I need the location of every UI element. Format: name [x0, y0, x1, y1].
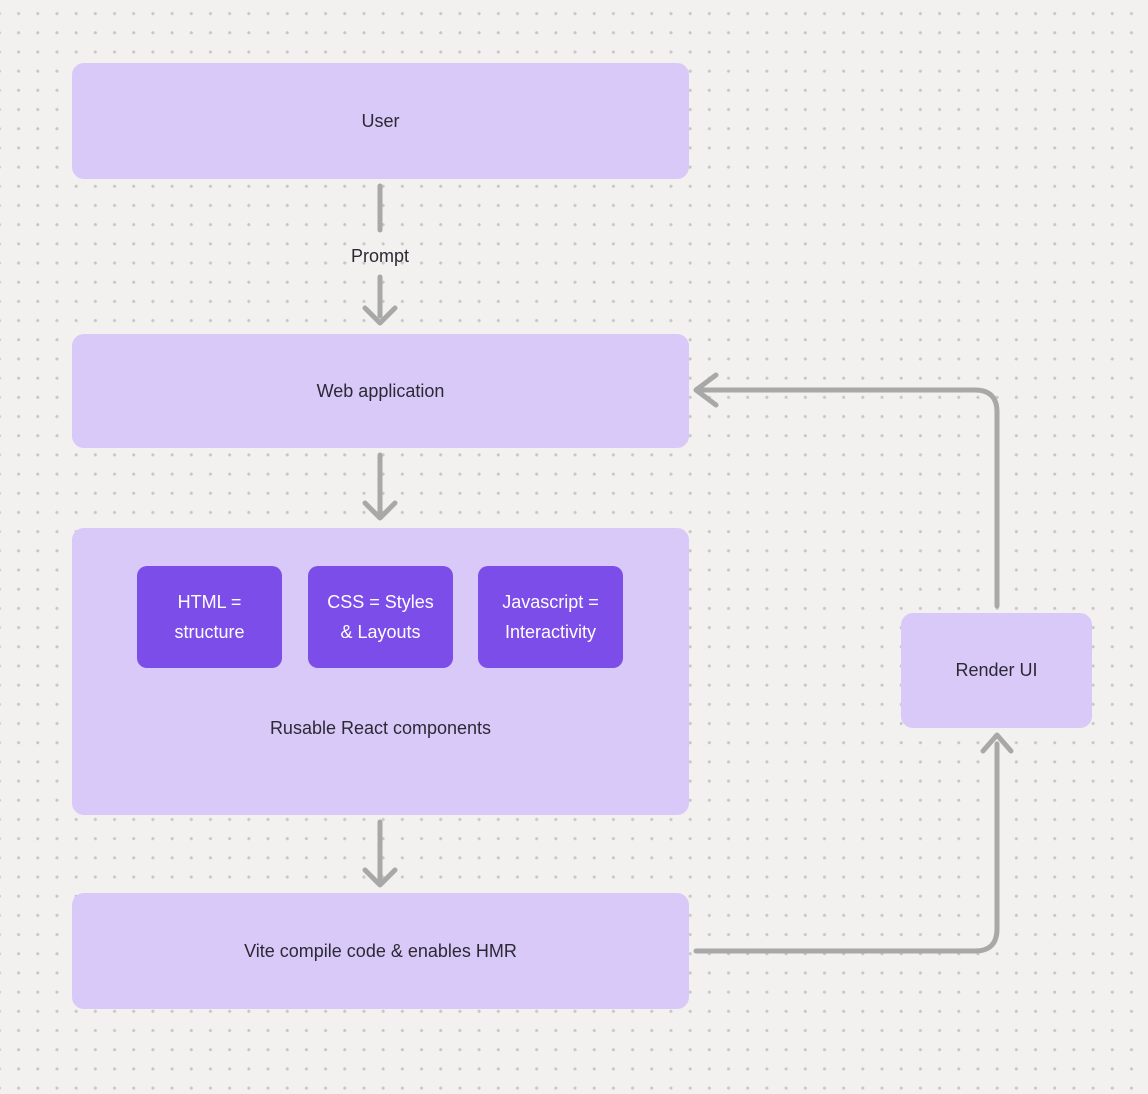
node-vite: Vite compile code & enables HMR — [72, 893, 689, 1009]
node-html-label: HTML = structure — [174, 592, 245, 642]
node-web-application-label: Web application — [316, 380, 445, 401]
node-user: User — [72, 63, 689, 179]
edge-vite-to-renderui — [693, 732, 1014, 954]
edge-label-prompt: Prompt — [350, 246, 410, 266]
edge-components-to-vite — [362, 819, 398, 888]
node-css-label: CSS = Styles & Layouts — [327, 592, 434, 642]
node-user-label: User — [361, 110, 400, 131]
node-render-ui: Render UI — [901, 613, 1092, 728]
edge-renderui-to-webapp — [693, 372, 1000, 609]
node-css: CSS = Styles & Layouts — [308, 566, 453, 668]
node-javascript: Javascript = Interactivity — [478, 566, 623, 668]
node-html: HTML = structure — [137, 566, 282, 668]
node-javascript-label: Javascript = Interactivity — [502, 592, 599, 642]
node-render-ui-label: Render UI — [955, 660, 1038, 680]
components-group-caption: Rusable React components — [269, 718, 492, 738]
node-vite-label: Vite compile code & enables HMR — [244, 940, 517, 961]
edge-webapp-to-components — [362, 452, 398, 521]
node-web-application: Web application — [72, 334, 689, 448]
